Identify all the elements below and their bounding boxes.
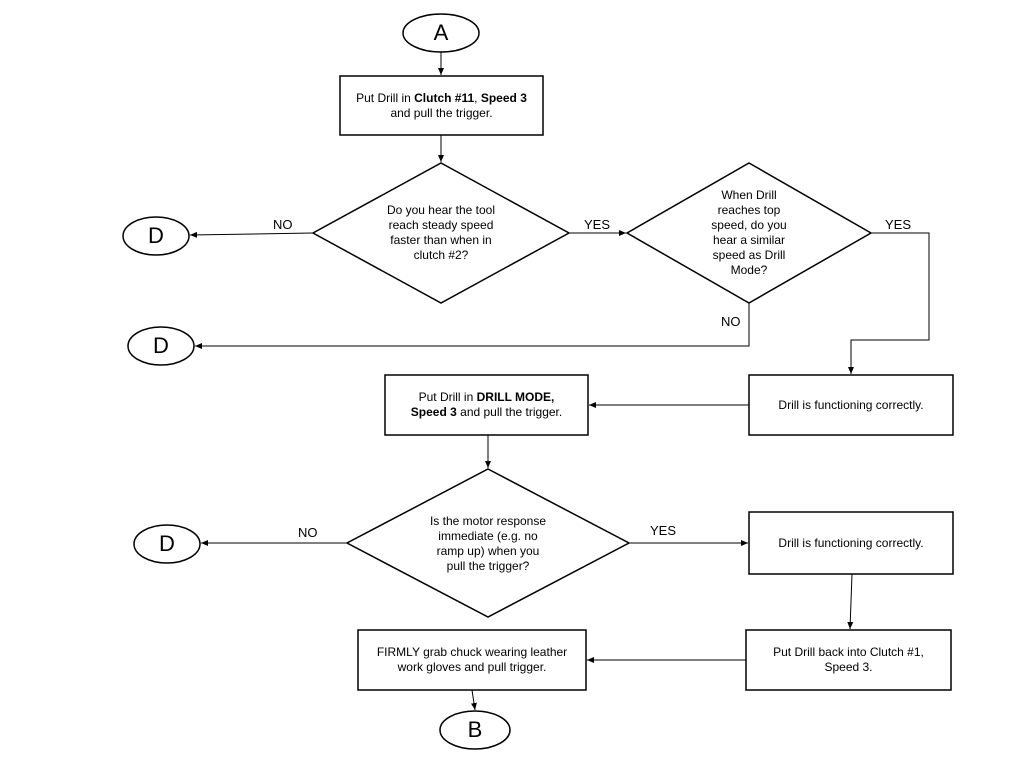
terminal-d-1 <box>122 216 190 256</box>
edge-label-d1-no: NO <box>273 217 293 232</box>
edge-label-d3-no: NO <box>298 525 318 540</box>
terminal-b-label: B <box>467 717 483 742</box>
box-firm-grab-text: FIRMLY grab chuck wearing leather work g… <box>376 645 568 674</box>
edge-label-d1-yes: YES <box>584 217 611 232</box>
edge-firm-to-b <box>470 689 477 711</box>
edge-d1-no <box>189 231 314 238</box>
edge-label-d2-no: NO <box>721 314 741 329</box>
edge-label-d2-yes: YES <box>885 217 912 232</box>
box-drill-ok-2 <box>748 511 954 575</box>
end-terminal-b <box>439 710 511 750</box>
edge-d2-yes <box>848 232 930 374</box>
terminal-d-2-label: D <box>153 333 169 358</box>
terminal-d-2 <box>127 326 195 366</box>
terminal-a-label: A <box>433 20 449 45</box>
box-drill-ok-1 <box>748 374 954 436</box>
decision-steady-speed <box>311 162 571 304</box>
decision-motor-response <box>345 468 631 618</box>
edge-d2-no <box>195 303 750 349</box>
terminal-d-3 <box>133 524 201 564</box>
box-drill-ok-2-text: Drill is functioning correctly. <box>778 535 924 550</box>
decision-steady-speed-text: Do you hear the tool reach steady speed … <box>386 203 496 262</box>
box-drill-ok-1-text: Drill is functioning correctly. <box>778 397 924 412</box>
box-clutch-1-text: Put Drill back into Clutch #1, Speed 3. <box>773 645 924 674</box>
edge-ok2-to-clutch1 <box>847 573 854 630</box>
box-clutch-1 <box>745 629 952 691</box>
terminal-d-1-label: D <box>148 223 164 248</box>
box-clutch-11 <box>339 75 544 136</box>
box-drill-mode-text: Put Drill in DRILL MODE,Speed 3 and pull… <box>410 390 563 419</box>
box-drill-mode <box>384 374 589 436</box>
decision-motor-response-text: Is the motor response immediate (e.g. no… <box>429 514 547 573</box>
decision-top-speed-text: When Drill reaches top speed, do you hea… <box>711 188 787 277</box>
terminal-d-3-label: D <box>159 531 175 556</box>
edge-label-d3-yes: YES <box>650 523 677 538</box>
